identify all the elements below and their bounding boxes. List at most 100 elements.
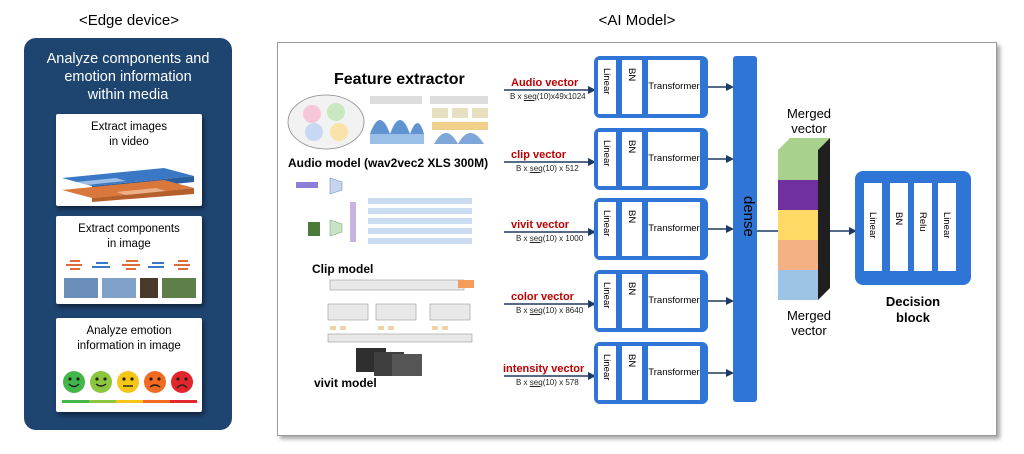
merged-segment [778,240,818,270]
emotion-face-icon [171,371,193,393]
vector-label: color vector [511,291,574,303]
linear-layer [598,346,616,400]
decision-block-title: Decision block [855,294,971,326]
card-label: Extract components in image [56,222,202,252]
linear-label: Linear [601,354,612,381]
card-label-line: Extract components [78,223,180,235]
vivit-model-caption: vivit model [314,376,377,390]
vector-arrow [504,228,596,236]
decision-layer-label: Relu [917,212,928,232]
decision-title-line: Decision [885,294,941,309]
vector-label: Audio vector [511,77,579,89]
bn-label: BN [626,354,637,368]
card-label-line: Extract images [90,121,168,133]
decision-layer [890,183,908,271]
shape-prefix: B x [516,306,530,315]
shape-suffix: (10) x 512 [542,164,579,173]
video-frames-illustration [62,168,194,202]
linear-layer [598,202,616,256]
emotion-face-icon [90,371,112,393]
decision-title-line: block [896,310,930,325]
edge-title-line: Analyze components and [46,51,210,67]
bn-layer [622,274,642,328]
vector-shape: B x seq(10) x 8640 [516,306,583,315]
transformer-label: Transformer [648,367,700,378]
clip-model-illustration [296,177,472,244]
transformer-layer [648,346,700,400]
shape-suffix: (10) x 8640 [542,306,584,315]
emotion-scale-segment [170,400,197,403]
bn-layer [622,132,642,186]
transformer-label: Transformer [648,223,700,234]
linear-layer [598,274,616,328]
vivit-model-illustration [327,279,474,376]
shape-prefix: B x [516,234,530,243]
merged-vector-top-label: Merged vector [774,106,844,136]
decision-layer-label: BN [893,212,904,226]
vector-shape: B x seq(10) x 512 [516,164,579,173]
feature-extractor-title: Feature extractor [334,71,465,88]
vector-shape: B x seq(10)x49x1024 [510,92,586,101]
card-label: Analyze emotion information in image [56,324,202,354]
bn-label: BN [626,68,637,82]
merged-segment [778,210,818,240]
shape-seq: seq [529,378,543,387]
emotion-faces-illustration [62,371,197,403]
block-to-dense-arrow [708,225,734,233]
card-label-line: information in image [77,340,181,352]
transformer-label: Transformer [648,153,700,164]
emotion-scale-segment [116,400,143,403]
merged-vector-stack [778,138,830,300]
linear-label: Linear [601,140,612,167]
extract-components-card: Extract components in image [56,216,202,304]
bn-layer [622,346,642,400]
vector-arrow [504,372,596,380]
shape-seq: seq [529,164,543,173]
block-to-dense-arrow [708,83,734,91]
shape-suffix: (10) x 1000 [542,234,584,243]
vector-arrow [504,300,596,308]
shape-seq: seq [529,234,543,243]
dense-label: dense [740,196,757,237]
card-label-line: in image [107,238,151,250]
bn-layer [622,60,642,114]
transformer-layer [648,202,700,256]
shape-suffix: (10)x49x1024 [536,92,586,101]
block-to-dense-arrow [708,297,734,305]
transformer-label: Transformer [648,295,700,306]
shape-suffix: (10) x 578 [542,378,579,387]
bn-label: BN [626,210,637,224]
emotion-scale-segment [62,400,89,403]
linear-layer [598,132,616,186]
decision-layer-label: Linear [867,212,878,239]
merged-vector-bottom-label: Merged vector [774,308,844,338]
emotion-face-icon [63,371,85,393]
emotion-face-icon [144,371,166,393]
decision-layer [864,183,882,271]
vector-arrow [504,158,596,166]
block-to-dense-arrow [708,155,734,163]
block-to-dense-arrow [708,369,734,377]
emotion-scale-segment [89,400,116,403]
decision-layer-label: Linear [941,212,952,239]
card-label-line: Analyze emotion [86,325,172,337]
vector-label: vivit vector [511,219,570,231]
bn-label: BN [626,140,637,154]
vector-shape: B x seq(10) x 1000 [516,234,583,243]
linear-label: Linear [601,68,612,95]
edge-panel-title: Analyze components and emotion informati… [30,50,226,104]
merged-label-line: Merged [786,308,832,323]
clip-model-caption: Clip model [312,262,374,276]
bn-label: BN [626,282,637,296]
merged-segment [778,150,818,180]
transformer-layer [648,132,700,186]
ai-model-header: <AI Model> [598,12,676,29]
edge-title-line: within media [87,87,169,103]
merged-label-line: Merged [786,106,832,121]
transformer-layer [648,274,700,328]
vector-label: intensity vector [503,363,585,375]
decision-layer [914,183,932,271]
transformer-label: Transformer [648,81,700,92]
emotion-face-icon [117,371,139,393]
analyze-emotion-card: Analyze emotion information in image [56,318,202,412]
